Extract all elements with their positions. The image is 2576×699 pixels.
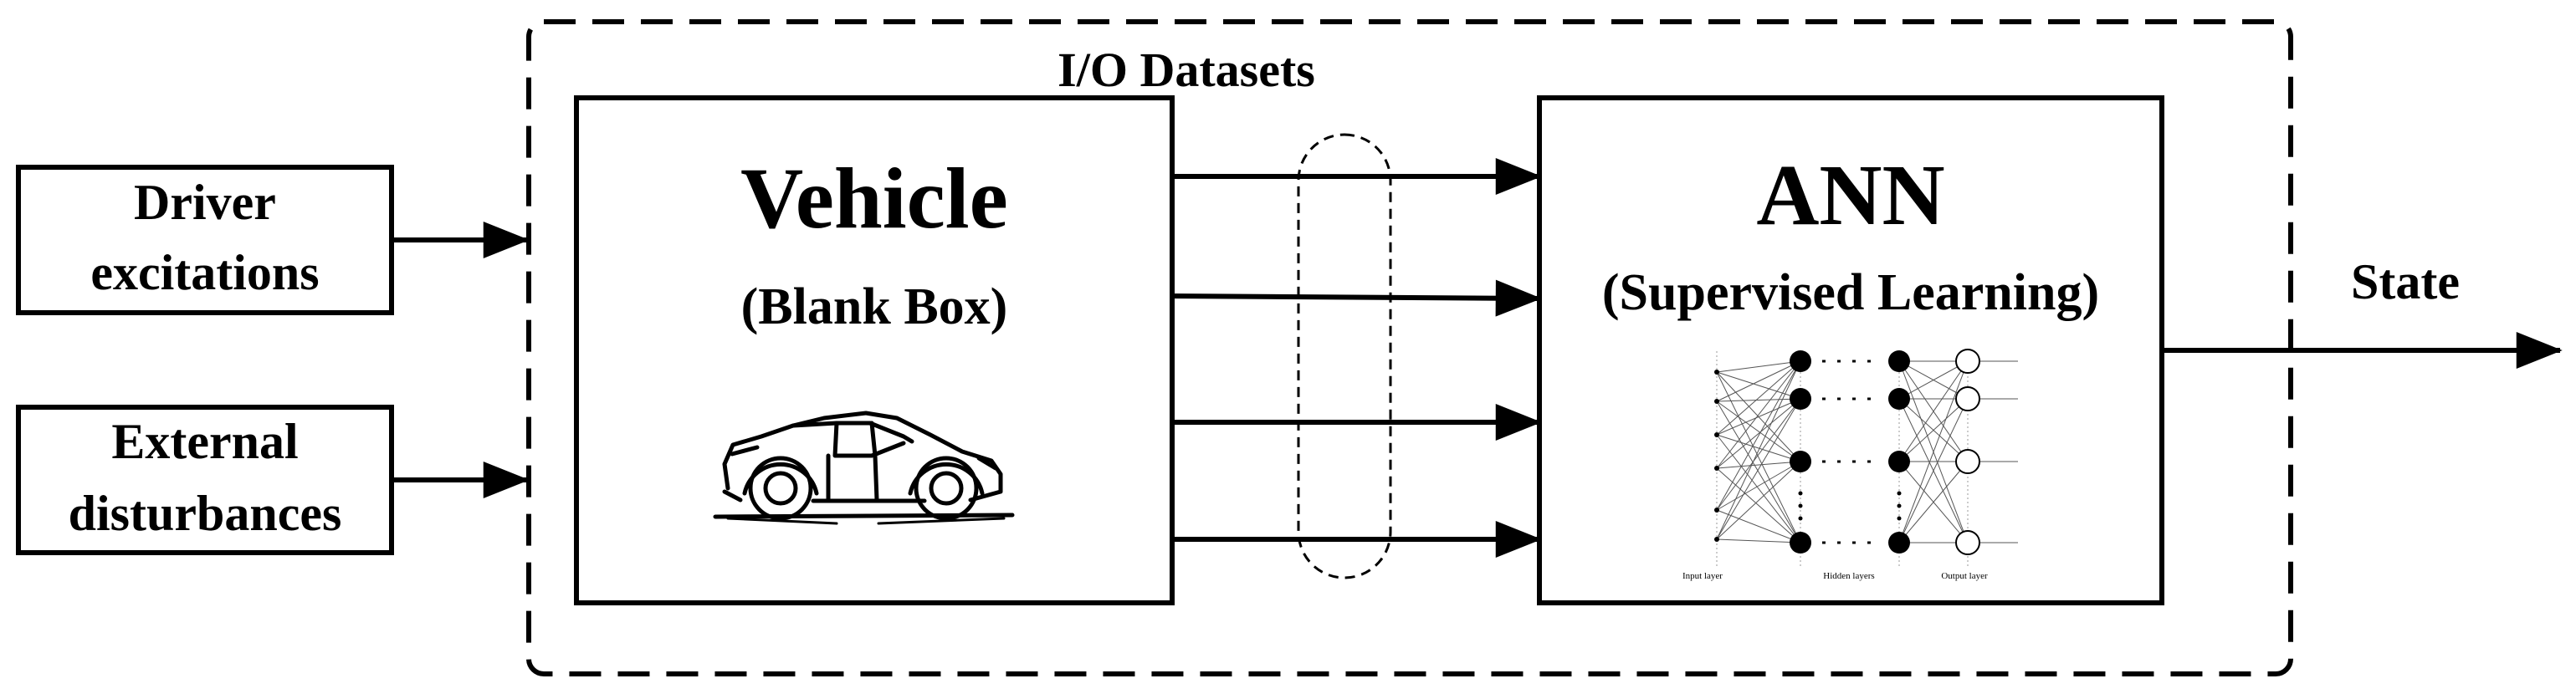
car-icon xyxy=(713,411,1015,525)
input-label-line1: Driver xyxy=(134,175,276,230)
system-boundary xyxy=(526,19,2293,676)
nn-hidden-node xyxy=(1888,350,1910,372)
input-label-line2: excitations xyxy=(90,245,319,300)
nn-connection xyxy=(1716,371,1801,400)
nn-connection xyxy=(1716,398,1801,436)
nn-input-node xyxy=(1714,466,1719,471)
nn-layer-label: Output layer xyxy=(1941,571,1988,581)
nn-connection xyxy=(1716,467,1801,543)
nn-hidden-node xyxy=(1790,350,1811,372)
nn-layer-label: Hidden layers xyxy=(1823,571,1874,581)
nn-connection xyxy=(1898,360,1969,462)
nn-vertical-ellipsis xyxy=(1897,503,1902,508)
nn-input-node xyxy=(1714,537,1719,542)
nn-input-node xyxy=(1714,399,1719,404)
nn-connection xyxy=(1716,360,1801,436)
nn-connection xyxy=(1716,360,1801,469)
nn-output-node xyxy=(1955,449,1980,474)
dataset-ellipse xyxy=(1297,133,1392,579)
nn-connection xyxy=(1716,401,1801,543)
nn-vertical-ellipsis xyxy=(1897,491,1902,496)
data-arrow-2 xyxy=(1171,279,1542,317)
nn-connection xyxy=(1716,360,1801,540)
nn-connection xyxy=(1716,360,1801,373)
vehicle-title: Vehicle xyxy=(740,151,1008,247)
nn-connection xyxy=(1898,360,1969,400)
nn-hidden-node xyxy=(1790,532,1811,554)
nn-layer-label: Input layer xyxy=(1682,571,1723,581)
vehicle-box: Vehicle (Blank Box) xyxy=(574,95,1175,605)
nn-connection xyxy=(1716,401,1801,462)
nn-output-node xyxy=(1955,349,1980,374)
nn-vertical-ellipsis xyxy=(1798,516,1803,521)
nn-hidden-node xyxy=(1790,388,1811,410)
input-label-line2: disturbances xyxy=(69,486,342,541)
nn-connection xyxy=(1898,398,1969,462)
nn-connection xyxy=(1716,360,1801,402)
nn-connection xyxy=(1716,461,1801,511)
nn-connection xyxy=(1716,538,1801,543)
nn-vertical-ellipsis xyxy=(1798,491,1803,496)
nn-vertical-ellipsis xyxy=(1798,503,1803,508)
nn-connection xyxy=(1898,398,1969,543)
ann-box: ANN (Supervised Learning) Input layer Hi… xyxy=(1537,95,2164,605)
input-box-external-disturbances: External disturbances xyxy=(16,405,394,555)
nn-hidden-node xyxy=(1790,451,1811,472)
io-datasets-label: I/O Datasets xyxy=(1058,43,1315,97)
nn-hidden-node xyxy=(1888,532,1910,554)
ann-subtitle: (Supervised Learning) xyxy=(1602,264,2099,321)
nn-connection xyxy=(1716,434,1801,462)
nn-input-node xyxy=(1714,370,1719,375)
nn-input-node xyxy=(1714,508,1719,513)
neural-network-graphic xyxy=(1714,349,2018,569)
nn-hidden-node xyxy=(1888,451,1910,472)
nn-connection xyxy=(1716,461,1801,540)
nn-connection xyxy=(1716,434,1801,543)
nn-connection xyxy=(1716,360,1801,511)
input-box-driver-excitations: Driver excitations xyxy=(16,165,394,315)
nn-connection xyxy=(1898,461,1969,543)
ann-title: ANN xyxy=(1756,147,1944,243)
nn-connection xyxy=(1716,461,1801,469)
nn-input-node xyxy=(1714,432,1719,437)
nn-hidden-node xyxy=(1888,388,1910,410)
nn-connection xyxy=(1716,398,1801,540)
nn-connection xyxy=(1716,398,1801,402)
nn-connection xyxy=(1716,398,1801,469)
nn-connection xyxy=(1716,398,1801,511)
input-label-line1: External xyxy=(111,414,298,469)
nn-output-node xyxy=(1955,386,1980,411)
nn-output-node xyxy=(1955,530,1980,555)
vehicle-subtitle: (Blank Box) xyxy=(741,278,1008,335)
output-label: State xyxy=(2351,254,2460,309)
nn-connection xyxy=(1898,360,1969,543)
nn-vertical-ellipsis xyxy=(1897,516,1902,521)
